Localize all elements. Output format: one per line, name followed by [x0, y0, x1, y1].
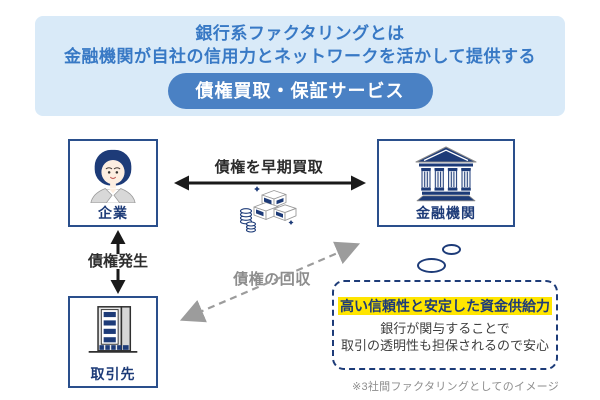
callout-body-line-2: 取引の透明性も担保されるので安心	[340, 337, 549, 353]
bank-icon	[379, 141, 513, 206]
callout-box: 高い信頼性と安定した資金供給力 銀行が関与することで 取引の透明性も担保されるの…	[332, 280, 558, 370]
person-icon	[70, 141, 156, 206]
title-line-1: 銀行系ファクタリングとは	[195, 24, 405, 43]
purchase-arrow	[174, 175, 366, 191]
company-label: 企業	[98, 205, 128, 221]
building-icon	[70, 298, 156, 367]
company-node: 企業	[68, 139, 158, 227]
title-line-2: 金融機関が自社の信用力とネットワークを活かして提供する	[64, 46, 536, 66]
money-icon	[239, 186, 297, 233]
service-badge: 債権買取・保証サービス	[167, 73, 433, 110]
bank-node: 金融機関	[377, 139, 515, 227]
header-banner: 銀行系ファクタリングとは 金融機関が自社の信用力とネットワークを活かして提供する…	[35, 16, 565, 116]
purchase-arrow-label: 債権を早期買取	[214, 159, 324, 176]
occurrence-arrow-label: 債権発生	[74, 254, 162, 269]
thought-bubble-large-icon	[417, 258, 446, 273]
client-node: 取引先	[68, 296, 158, 388]
callout-highlight: 高い信頼性と安定した資金供給力	[338, 297, 552, 316]
thought-bubble-small-icon	[442, 244, 461, 255]
collection-arrow	[179, 241, 361, 323]
callout-body-line-1: 銀行が関与することで	[380, 321, 510, 336]
client-label: 取引先	[90, 366, 136, 382]
footnote: ※3社間ファクタリングとしてのイメージ	[351, 381, 559, 393]
bank-label: 金融機関	[416, 205, 476, 221]
